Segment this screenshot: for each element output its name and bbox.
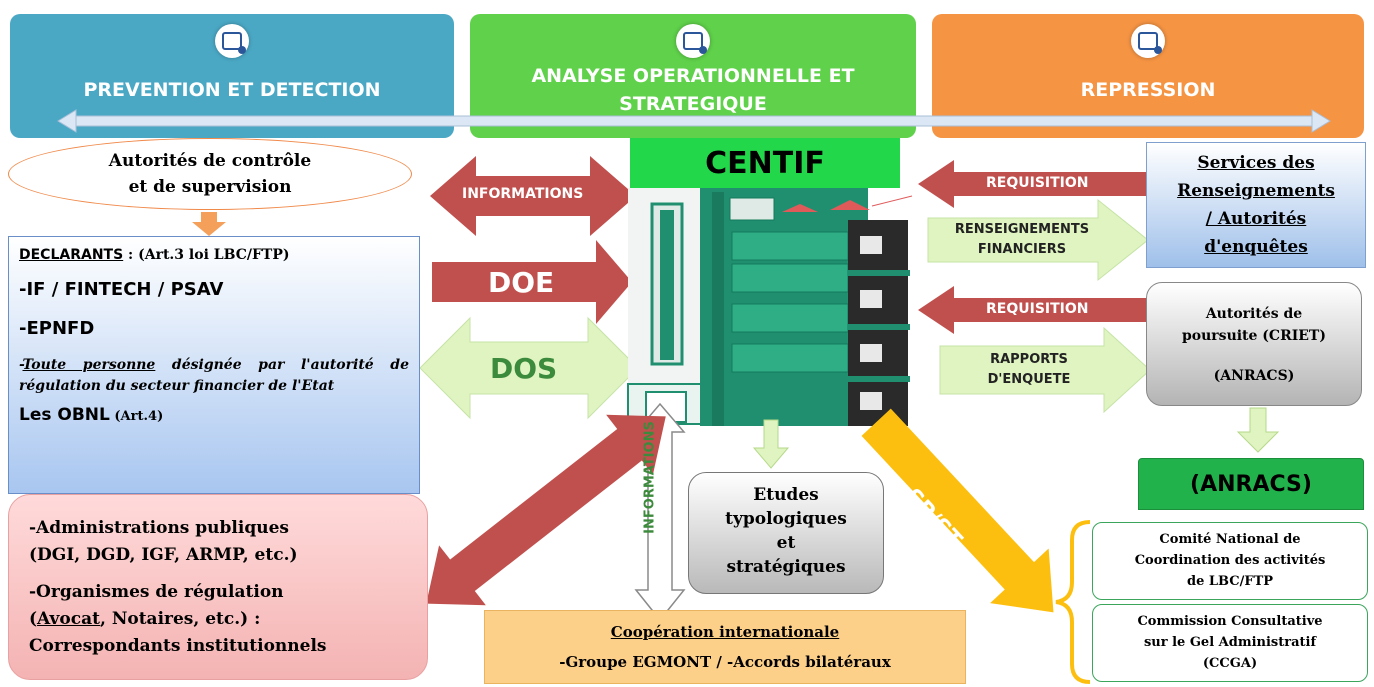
header-analyse-label-1: ANALYSE OPERATIONNELLE ET — [531, 65, 855, 87]
informations-vert-label: INFORMATIONS — [642, 421, 658, 534]
doe-label: DOE — [488, 266, 555, 299]
rapports-line-1: RAPPORTS — [990, 352, 1068, 367]
rapports-line-2: D'ENQUETE — [987, 372, 1071, 387]
commission-box: Commission Consultative sur le Gel Admin… — [1092, 604, 1368, 682]
declarants-title: DECLARANTS — [19, 247, 124, 263]
declarants-header: DECLARANTS : (Art.3 loi LBC/FTP) — [19, 247, 409, 263]
timeline-double-arrow — [57, 109, 1331, 133]
anracs-label: (ANRACS) — [1190, 472, 1312, 497]
declarants-ref: : (Art.3 loi LBC/FTP) — [123, 247, 290, 263]
services-line-3: / Autorités — [1205, 209, 1307, 229]
org-line-2: (Avocat, Notaires, etc.) : — [29, 609, 261, 629]
comite-line-1: Comité National de — [1159, 532, 1301, 547]
poursuite-line-3: (ANRACS) — [1213, 368, 1295, 384]
renseignements-arrow — [927, 198, 1149, 282]
toute-rest: désignée par l'autorité de régulation du… — [19, 357, 409, 394]
declarants-box: DECLARANTS : (Art.3 loi LBC/FTP) -IF / F… — [8, 236, 420, 494]
anracs-box: (ANRACS) — [1138, 458, 1364, 510]
requisition-arrow-1 — [918, 160, 1146, 208]
services-line-4: d'enquêtes — [1204, 237, 1308, 257]
commission-line-3: (CCGA) — [1202, 656, 1258, 671]
renseignements-label: RENSEIGNEMENTS FINANCIERS — [952, 220, 1092, 260]
requisition-label-1: REQUISITION — [986, 175, 1089, 191]
cooperation-title: Coopération internationale — [610, 623, 840, 641]
requisition-arrow-2 — [918, 286, 1146, 334]
org-line-3: Correspondants institutionnels — [29, 636, 327, 656]
services-line-1: Services des — [1197, 153, 1315, 173]
poursuite-line-1: Autorités de — [1205, 306, 1303, 322]
informations-top-label: INFORMATIONS — [462, 186, 584, 202]
comite-box: Comité National de Coordination des acti… — [1092, 522, 1368, 600]
requisition-label-2: REQUISITION — [986, 301, 1089, 317]
down-arrow-orange — [192, 212, 226, 236]
header-analyse-label-2: STRATEGIQUE — [619, 93, 767, 115]
renseignements-line-1: RENSEIGNEMENTS — [954, 222, 1090, 237]
image-placeholder-icon — [676, 24, 710, 58]
header-prevention-label: PREVENTION ET DETECTION — [83, 79, 381, 101]
etudes-line-1: Etudes — [753, 485, 819, 505]
item-obnl: Les OBNL (Art.4) — [19, 405, 409, 425]
org-avocat: Avocat — [37, 609, 100, 629]
renseignements-line-2: FINANCIERS — [977, 242, 1067, 257]
services-renseignements-box: Services des Renseignements / Autorités … — [1146, 142, 1366, 268]
image-placeholder-icon — [1131, 24, 1165, 58]
comite-line-2: Coordination des activités — [1134, 553, 1326, 568]
building-illustration — [627, 188, 913, 426]
informations-double-arrow — [430, 156, 636, 236]
obnl-ref: (Art.4) — [109, 409, 164, 424]
commission-line-2: sur le Gel Administratif — [1143, 635, 1317, 650]
bracket — [1055, 520, 1091, 684]
etudes-line-2: typologiques — [725, 509, 847, 529]
centif-label: CENTIF — [705, 145, 825, 181]
toute-underlined: Toute personne — [22, 357, 156, 373]
org-line-1: -Organismes de régulation — [29, 582, 284, 602]
informations-diagonal-arrow — [426, 414, 666, 606]
cooperation-line: -Groupe EGMONT / -Accords bilatéraux — [559, 653, 891, 671]
down-arrow-green — [752, 419, 790, 469]
cooperation-box: Coopération internationale -Groupe EGMON… — [484, 610, 966, 684]
admin-line-2: (DGI, DGD, IGF, ARMP, etc.) — [29, 545, 298, 565]
org-line-2-rest: , Notaires, etc.) : — [99, 609, 261, 629]
autorites-poursuite-box: Autorités de poursuite (CRIET) (ANRACS) — [1146, 282, 1362, 406]
obnl-label: Les OBNL — [19, 405, 110, 425]
etudes-line-4: stratégiques — [726, 557, 846, 577]
centif-box: CENTIF — [630, 138, 900, 188]
ellipse-line-1: Autorités de contrôle — [108, 151, 312, 171]
etudes-line-3: et — [776, 533, 796, 553]
services-line-2: Renseignements — [1177, 181, 1335, 201]
item-if: -IF / FINTECH / PSAV — [19, 279, 224, 300]
header-repression-label: REPRESSION — [1080, 79, 1216, 101]
spst-arrow — [861, 408, 1054, 613]
item-epnfd: -EPNFD — [19, 318, 95, 339]
item-toute-personne: -Toute personne désignée par l'autorité … — [19, 355, 409, 397]
toute-prefix: - — [19, 357, 23, 373]
image-placeholder-icon — [215, 24, 249, 58]
etudes-box: Etudes typologiques et stratégiques — [688, 472, 884, 594]
comite-line-3: de LBC/FTP — [1186, 574, 1274, 589]
dos-label: DOS — [490, 352, 558, 385]
autorites-controle-ellipse: Autorités de contrôle et de supervision — [8, 138, 412, 210]
commission-line-1: Commission Consultative — [1137, 614, 1323, 629]
down-arrow-anracs — [1236, 407, 1280, 453]
admin-line-1: -Administrations publiques — [29, 518, 289, 538]
administrations-box: -Administrations publiques (DGI, DGD, IG… — [8, 494, 428, 680]
poursuite-line-2: poursuite (CRIET) — [1182, 328, 1326, 344]
rapports-label: RAPPORTS D'ENQUETE — [964, 350, 1094, 390]
doe-arrow — [432, 240, 632, 324]
rapports-arrow — [939, 326, 1151, 414]
ellipse-line-2: et de supervision — [128, 177, 292, 197]
